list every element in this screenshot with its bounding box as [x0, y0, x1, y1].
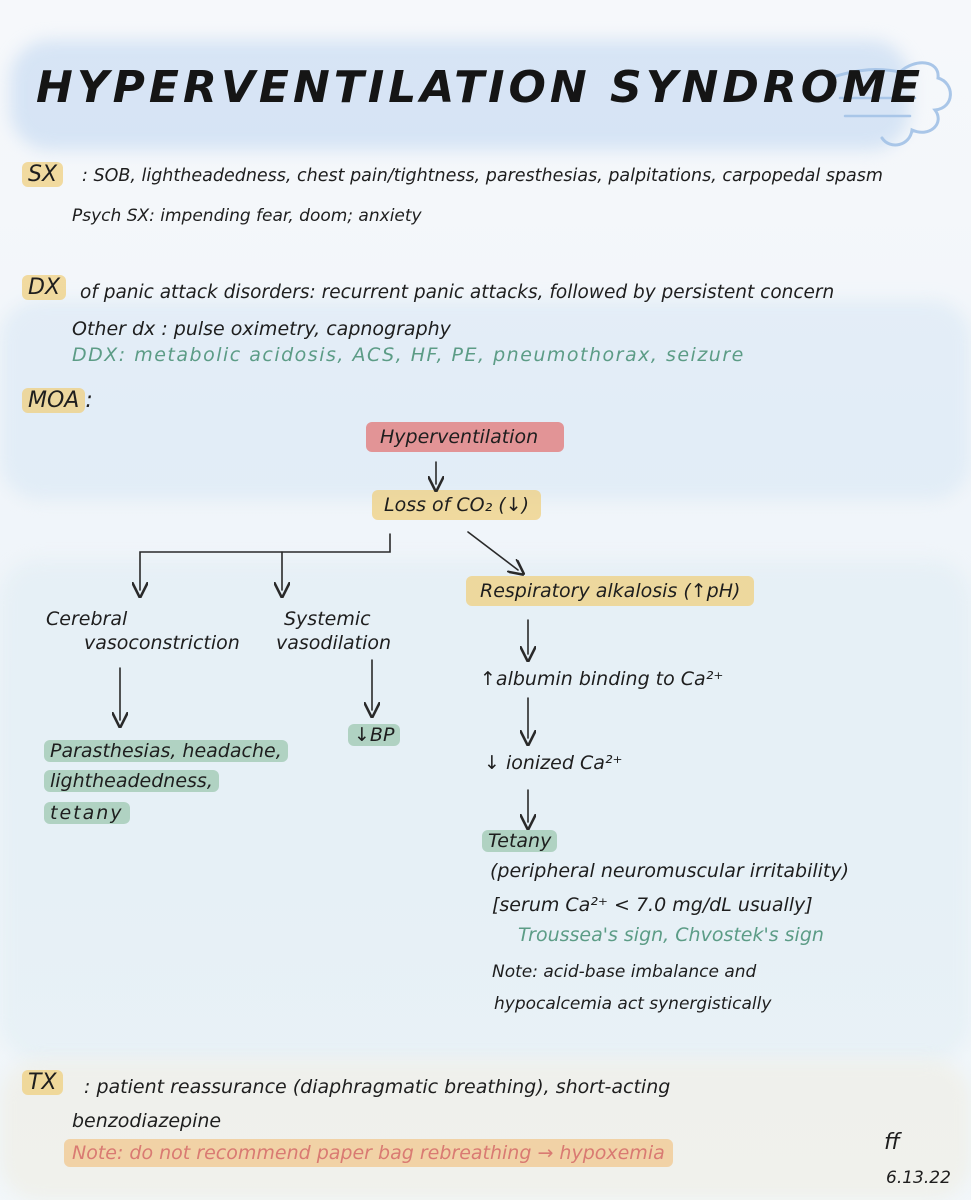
cerebral-label-1: Cerebral — [46, 608, 128, 630]
dx-line2: Other dx : pulse oximetry, capnography — [72, 318, 451, 340]
ionized-node: ↓ ionized Ca²⁺ — [484, 752, 623, 774]
tx-line1: : patient reassurance (diaphragmatic bre… — [84, 1076, 671, 1098]
cerebral-effect-2: lightheadedness, — [44, 770, 219, 792]
loss-co2-node: Loss of CO₂ (↓) — [372, 490, 542, 520]
clinical-signs: Troussea's sign, Chvostek's sign — [518, 924, 824, 946]
branch-line — [140, 533, 391, 590]
tx-note: Note: do not recommend paper bag rebreat… — [64, 1139, 673, 1167]
cerebral-label-2: vasoconstriction — [84, 632, 240, 654]
moa-note-2: hypocalcemia act synergistically — [494, 994, 772, 1014]
title-wash — [10, 40, 910, 150]
cerebral-effect-3: tetany — [44, 802, 130, 824]
arrow-to-resp-alkalosis — [467, 531, 518, 570]
ddx-line: DDX: metabolic acidosis, ACS, HF, PE, pn… — [72, 344, 745, 366]
dx-label: DX — [22, 275, 67, 300]
serum-calcium: [serum Ca²⁺ < 7.0 mg/dL usually] — [492, 894, 813, 916]
sx-line2: Psych SX: impending fear, doom; anxiety — [72, 206, 422, 226]
signature-initials: ff — [884, 1130, 900, 1155]
sx-line1: : SOB, lightheadedness, chest pain/tight… — [82, 166, 883, 186]
respiratory-alkalosis-node: Respiratory alkalosis (↑pH) — [466, 576, 755, 606]
albumin-node: ↑albumin binding to Ca²⁺ — [480, 668, 724, 690]
tx-label: TX — [22, 1070, 63, 1095]
bottom-wash — [0, 1060, 971, 1200]
systemic-label-1: Systemic — [284, 608, 371, 630]
moa-label: MOA: — [22, 388, 93, 413]
dx-line1: of panic attack disorders: recurrent pan… — [80, 282, 835, 303]
moa-note-1: Note: acid-base imbalance and — [492, 962, 757, 982]
systemic-label-2: vasodilation — [276, 632, 392, 654]
tetany-node: Tetany — [482, 830, 558, 852]
page-title: HYPERVENTILATION SYNDROME — [36, 62, 925, 113]
lower-wash — [0, 560, 971, 1060]
sx-label: SX — [22, 162, 64, 187]
hyperventilation-node: Hyperventilation — [366, 422, 565, 452]
signature-date: 6.13.22 — [886, 1168, 951, 1188]
tetany-description: (peripheral neuromuscular irritability) — [490, 860, 850, 882]
middle-wash — [0, 300, 971, 500]
bp-node: ↓BP — [348, 724, 401, 746]
breath-cloud-icon — [828, 61, 952, 147]
tx-line2: benzodiazepine — [72, 1110, 222, 1132]
cerebral-effect-1: Parasthesias, headache, — [44, 740, 288, 762]
